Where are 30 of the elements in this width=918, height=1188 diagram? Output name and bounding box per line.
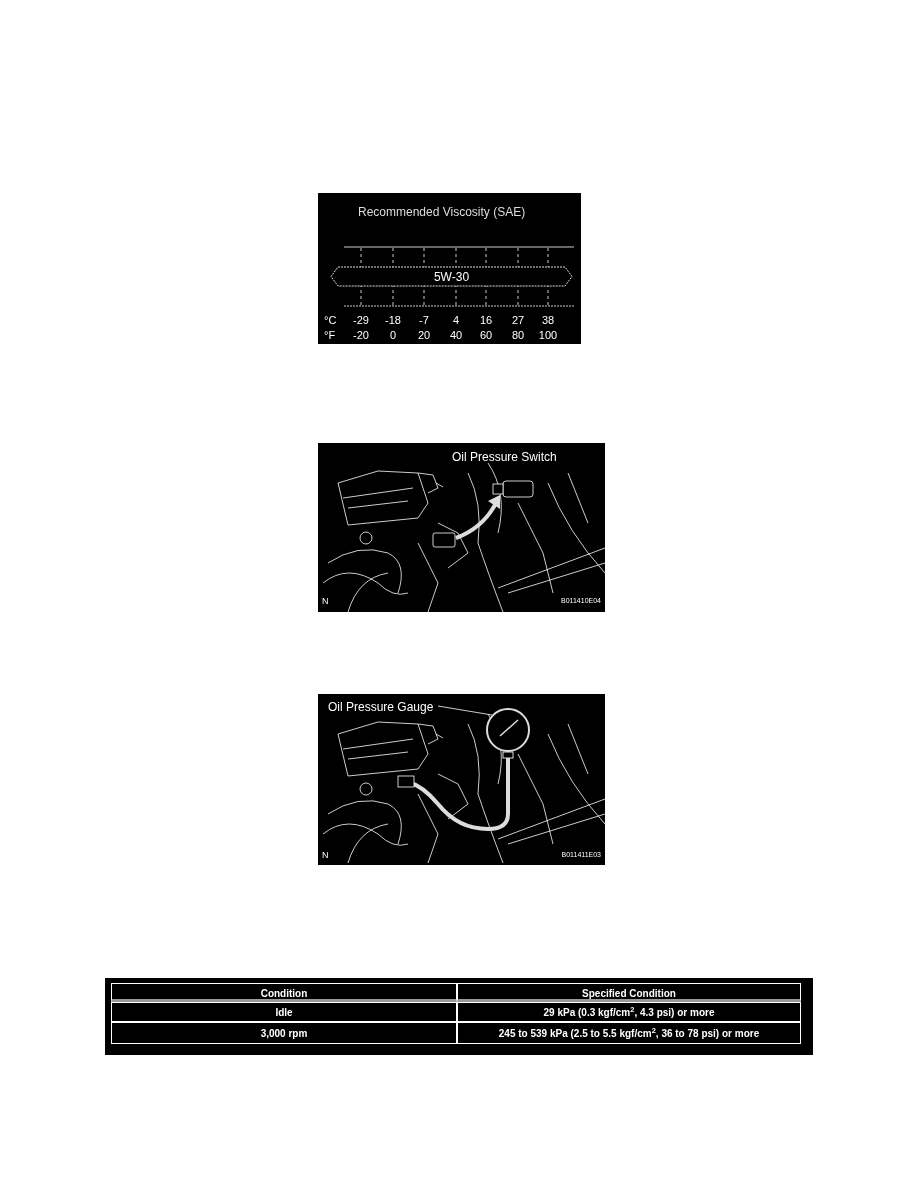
view-letter: N xyxy=(322,849,329,862)
unit-label: °C xyxy=(324,313,337,328)
temperature-value: 16 xyxy=(478,313,494,328)
table-cell: 245 to 539 kPa (2.5 to 5.5 kgf/cm$^{2}$, 36 to 78 psi) or more xyxy=(457,1022,801,1044)
temperature-value: -7 xyxy=(418,313,430,328)
temperature-value: 100 xyxy=(537,328,559,343)
chart-title: Recommended Viscosity (SAE) xyxy=(358,204,526,221)
oil-pressure-gauge-drawing xyxy=(484,708,532,756)
unit-label: °F xyxy=(324,328,336,343)
table-header-cell: Specified Condition xyxy=(457,983,801,1002)
temperature-value: 80 xyxy=(510,328,526,343)
table-cell: 29 kPa (0.3 kgf/cm$^{2}$, 4.3 psi) or more xyxy=(457,1002,801,1022)
temperature-value: 0 xyxy=(388,328,398,343)
table-cell: Idle xyxy=(111,1002,457,1022)
temperature-value: 60 xyxy=(478,328,494,343)
temperature-value: -18 xyxy=(384,313,402,328)
table-header-cell: Condition xyxy=(111,983,457,1002)
table-cell: 3,000 rpm xyxy=(111,1022,457,1044)
part-label: Oil Pressure Switch xyxy=(452,449,557,466)
temperature-value: 4 xyxy=(451,313,461,328)
temperature-value: 27 xyxy=(510,313,526,328)
leader-line xyxy=(437,705,493,716)
temperature-value: 40 xyxy=(448,328,464,343)
temperature-value: -20 xyxy=(352,328,370,343)
part-label: Oil Pressure Gauge xyxy=(328,698,438,716)
view-letter: N xyxy=(322,595,329,608)
temperature-value: 38 xyxy=(540,313,556,328)
temperature-value: -29 xyxy=(352,313,370,328)
temperature-value: 20 xyxy=(416,328,432,343)
viscosity-band: 5W-30 xyxy=(330,266,573,287)
